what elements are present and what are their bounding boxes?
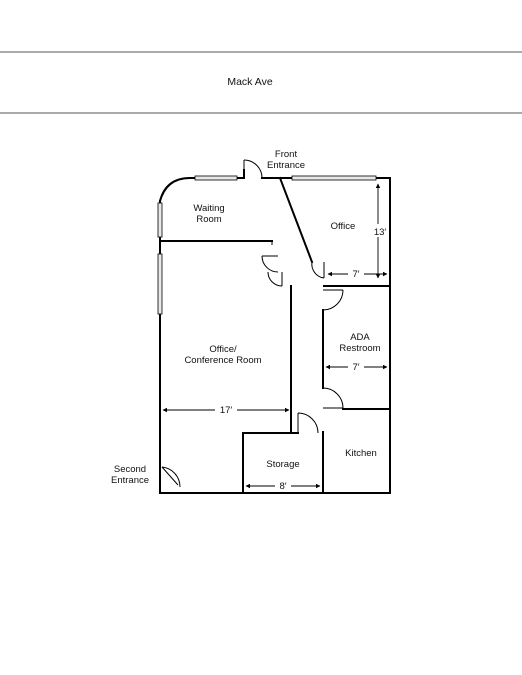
corridor-door-left-swing-2 xyxy=(267,271,283,287)
conference-label-line2: Conference Room xyxy=(184,355,261,366)
office-label: Office xyxy=(331,221,356,232)
second-entrance-door-swing xyxy=(161,466,181,488)
restroom-label-line1: ADA xyxy=(350,332,370,343)
street-label: Mack Ave xyxy=(227,76,272,88)
front-entrance-label-line2: Entrance xyxy=(267,160,305,171)
dim-restroom-width-label: 7′ xyxy=(352,362,359,373)
front-entrance-label-line1: Front xyxy=(275,149,298,160)
dim-office-height-label: 13′ xyxy=(374,227,387,238)
dim-conference-width-label: 17′ xyxy=(220,405,233,416)
dim-office-width-label: 7′ xyxy=(352,269,359,280)
waiting-room-label-line2: Room xyxy=(196,214,221,225)
corridor-door-left-swing xyxy=(261,255,279,273)
front-door-swing-arc xyxy=(243,159,263,179)
restroom-label-line2: Restroom xyxy=(339,343,380,354)
kitchen-door-swing xyxy=(322,387,344,409)
storage-label: Storage xyxy=(266,459,299,470)
second-entrance-label-line1: Second xyxy=(114,464,146,475)
window-left-waiting xyxy=(157,202,163,238)
window-top-office xyxy=(291,175,377,181)
restroom-door-swing xyxy=(322,289,344,311)
waiting-room-label-line1: Waiting xyxy=(193,203,224,214)
storage-door-swing xyxy=(297,412,319,434)
office-door-swing xyxy=(311,261,325,279)
conference-label-line1: Office/ xyxy=(209,344,237,355)
window-left-conference xyxy=(157,253,163,315)
storage-walls xyxy=(242,432,299,494)
second-entrance-label-line2: Entrance xyxy=(111,475,149,486)
waiting-room-curved-wall xyxy=(158,177,245,203)
kitchen-label: Kitchen xyxy=(345,448,377,459)
office-diagonal-wall xyxy=(278,176,314,264)
window-top-waiting xyxy=(194,175,238,181)
dim-storage-width-label: 8′ xyxy=(279,481,286,492)
